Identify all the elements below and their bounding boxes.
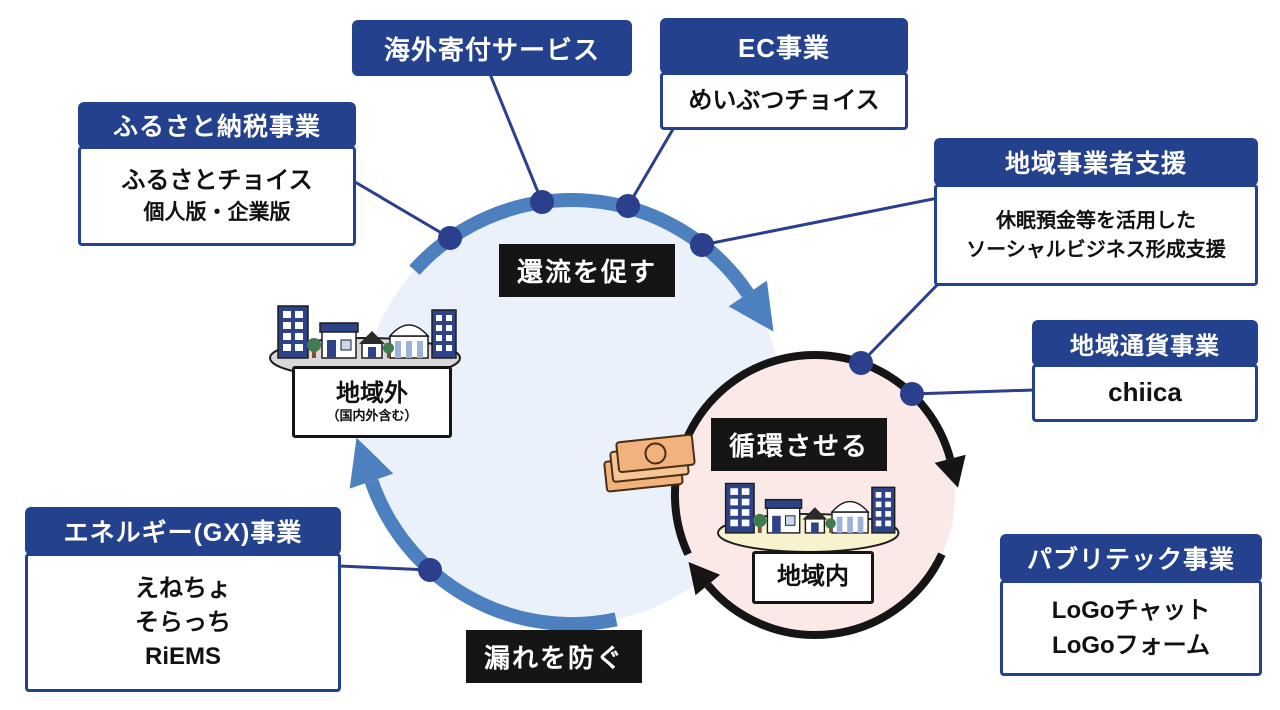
connector-lines (338, 73, 1035, 572)
inner-cycle-arc-bottom (704, 552, 946, 639)
dot-furusato (438, 226, 462, 250)
box-furusato-title: ふるさと納税事業 (78, 102, 356, 148)
box-tsuka-line1: chiica (1108, 377, 1182, 408)
banknotes-icon (603, 433, 696, 493)
box-ec: EC事業 めいぶつチョイス (660, 18, 908, 130)
dot-shien-inner (849, 351, 873, 375)
box-energy-body: えねちょ そらっち RiEMS (25, 553, 341, 692)
region-outside-title: 地域外 (336, 380, 408, 408)
pill-circulate: 循環させる (711, 418, 888, 471)
dot-kaigai (530, 190, 554, 214)
box-furusato-line1: ふるさとチョイス (121, 167, 313, 195)
box-publitech-line2: LoGoフォーム (1052, 631, 1210, 659)
box-publitech-title: パブリテック事業 (1000, 534, 1262, 582)
dot-energy (418, 558, 442, 582)
box-kaigai: 海外寄付サービス (352, 20, 632, 76)
box-kaigai-title: 海外寄付サービス (352, 20, 632, 76)
box-ec-title: EC事業 (660, 18, 908, 74)
box-ec-body: めいぶつチョイス (660, 72, 908, 130)
connector-dots (418, 190, 924, 582)
box-energy-line1: えねちょ (135, 574, 231, 602)
box-energy-line3: RiEMS (144, 643, 221, 671)
pill-promote-reflux: 還流を促す (499, 244, 676, 297)
box-tsuka: 地域通貨事業 chiica (1032, 320, 1258, 422)
box-furusato: ふるさと納税事業 ふるさとチョイス 個人版・企業版 (78, 102, 356, 246)
box-shien-line2: ソーシャルビジネス形成支援 (966, 238, 1226, 261)
outer-cycle-arrow-right-icon (728, 280, 774, 332)
connector-tsuka (911, 388, 1035, 396)
box-energy: エネルギー(GX)事業 えねちょ そらっち RiEMS (25, 507, 341, 692)
region-inside-title: 地域内 (777, 563, 849, 591)
dot-ec (616, 194, 640, 218)
region-inside-label: 地域内 (752, 551, 874, 604)
connector-shien-inner (859, 280, 942, 365)
region-outside-subtitle: （国内外含む） (326, 407, 418, 423)
connector-shien-outer (701, 196, 939, 247)
box-tsuka-title: 地域通貨事業 (1032, 320, 1258, 366)
dot-shien-outer (690, 233, 714, 257)
outer-cycle-arc-bottom (364, 478, 618, 632)
box-tsuka-body: chiica (1032, 364, 1258, 422)
connector-kaigai (488, 73, 544, 203)
box-publitech-line1: LoGoチャット (1051, 597, 1211, 625)
inner-cycle-arrow-right-icon (934, 454, 966, 488)
dot-tsuka (900, 382, 924, 406)
box-shien-body: 休眠預金等を活用した ソーシャルビジネス形成支援 (934, 184, 1258, 286)
box-energy-line2: そらっち (135, 608, 231, 636)
inner-cycle-arrow-left-icon (688, 562, 721, 596)
box-publitech-body: LoGoチャット LoGoフォーム (1000, 580, 1262, 676)
connector-energy (338, 564, 431, 572)
box-shien-line1: 休眠預金等を活用した (996, 209, 1196, 232)
outer-cycle-arrow-left-icon (349, 437, 394, 489)
box-shien-title: 地域事業者支援 (934, 138, 1258, 186)
box-energy-title: エネルギー(GX)事業 (25, 507, 341, 555)
connector-ec (626, 123, 678, 207)
box-furusato-line2: 個人版・企業版 (143, 201, 291, 225)
region-outside-label: 地域外 （国内外含む） (292, 366, 452, 438)
box-furusato-body: ふるさとチョイス 個人版・企業版 (78, 146, 356, 246)
box-publitech: パブリテック事業 LoGoチャット LoGoフォーム (1000, 534, 1262, 676)
connector-furusato (354, 180, 451, 240)
box-ec-line1: めいぶつチョイス (688, 87, 880, 115)
box-shien: 地域事業者支援 休眠預金等を活用した ソーシャルビジネス形成支援 (934, 138, 1258, 286)
pill-prevent-leak: 漏れを防ぐ (466, 630, 643, 683)
